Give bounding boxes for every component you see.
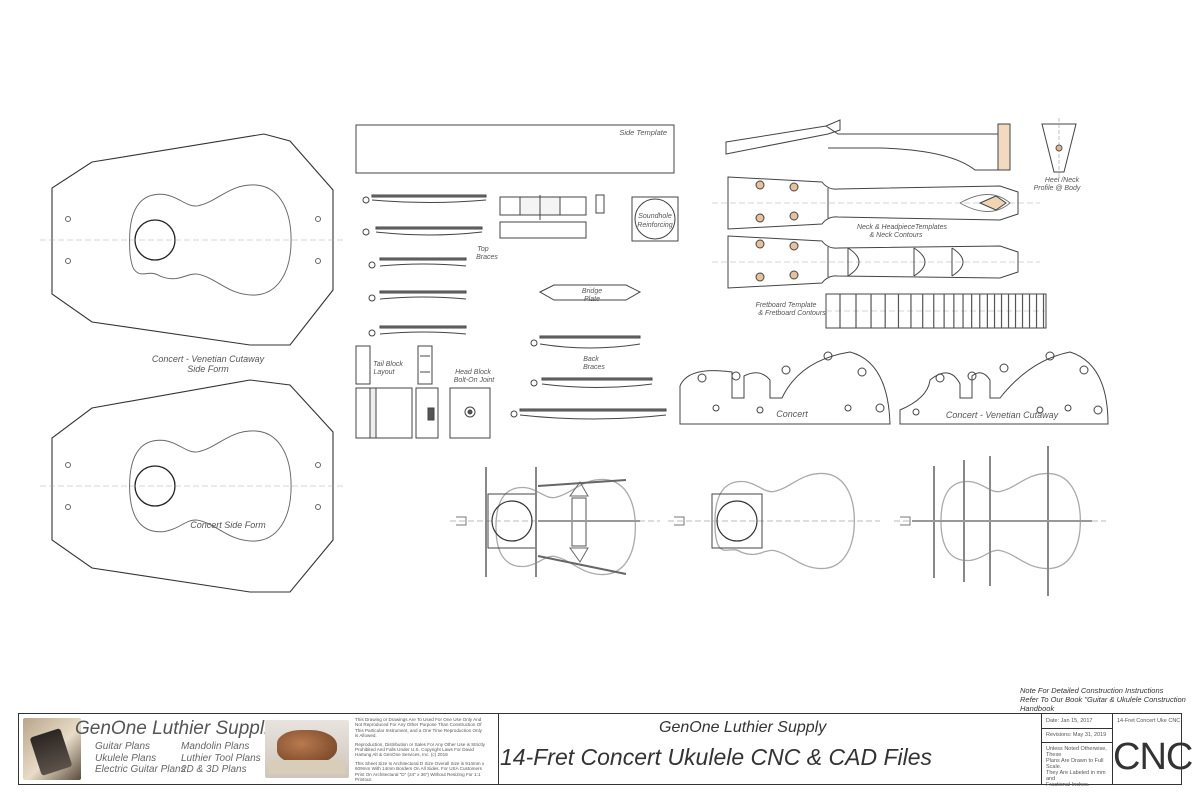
cnc-code: CNC: [1113, 736, 1193, 778]
blocks: Tail Block Layout Head Block Bolt-On Joi…: [355, 345, 496, 439]
construction-note: Note For Detailed Construction Instructi…: [1020, 686, 1190, 713]
scale-notes: Unless Noted Otherwise, These Plans Are …: [1046, 746, 1112, 788]
tail-block-label-1: Tail Block: [373, 361, 403, 368]
product-item: 2D & 3D Plans: [181, 764, 247, 775]
head-block-label-1: Head Block: [455, 369, 491, 376]
body-outline-cutaway: [668, 472, 880, 570]
title-block-meta: Date: Jan 15, 2017 Revisions: May 31, 20…: [1041, 714, 1113, 788]
heel-neck-label-2: Profile @ Body: [1034, 185, 1081, 192]
product-item: Luthier Tool Plans: [181, 752, 261, 764]
neck-templates-label-1: Neck & HeadpieceTemplates: [857, 224, 948, 231]
heel-neck-label-1: Heel /Neck: [1045, 177, 1080, 184]
product-item: Ukulele Plans: [95, 752, 157, 764]
side-form-cutaway-label-1: Concert - Venetian Cutaway: [152, 354, 265, 364]
brace-template-cutaway: Concert - Venetian Cutaway: [899, 351, 1109, 425]
heel-neck-profile: Heel /Neck Profile @ Body: [1034, 118, 1081, 192]
back-braces-label-1: Back: [583, 356, 599, 363]
body-outline-top-bracing: [450, 467, 660, 577]
bridge: [499, 194, 605, 239]
revisions-text: Revisions: May 31, 2019: [1046, 732, 1107, 738]
side-form-cutaway: Concert - Venetian Cutaway Side Form: [40, 133, 345, 374]
top-braces-label-2: Braces: [476, 254, 498, 261]
note-line-2: Refer To Our Book "Guitar & Ukulele Cons…: [1020, 695, 1186, 704]
title-block-branding: GenOne Luthier Supplies Guitar Plans Uku…: [19, 714, 499, 784]
legal-paragraph: Reproduction, Distribution or Sales For …: [355, 741, 485, 758]
side-template: Side Template: [355, 124, 675, 174]
bridge-plate: Bridge Plate: [538, 284, 642, 303]
side-form-cutaway-label-2: Side Form: [187, 364, 229, 374]
top-braces: Top Braces: [362, 194, 498, 337]
top-braces-label-1: Top: [477, 246, 489, 253]
back-braces-label-2: Braces: [583, 364, 605, 371]
sheet-title: 14-Fret Concert Ukulele CNC & CAD Files: [500, 744, 933, 770]
concert-label: Concert: [776, 409, 808, 419]
legal-paragraph: This Drawing or Drawings Are To Used For…: [355, 717, 482, 739]
title-block: GenOne Luthier Supplies Guitar Plans Uku…: [18, 713, 1193, 788]
date-text: Date: Jan 15, 2017: [1046, 718, 1093, 724]
concert-cutaway-label: Concert - Venetian Cutaway: [946, 410, 1059, 420]
company-name: GenOne Luthier Supply: [659, 719, 827, 736]
bridge-plate-label-1: Bridge: [582, 288, 602, 295]
bridge-plate-label-2: Plate: [584, 296, 600, 303]
note-line-3: Handbook: [1020, 704, 1055, 713]
scale-note-line: Fractional Inches.: [1046, 782, 1090, 788]
side-template-label: Side Template: [619, 128, 667, 137]
product-item: Electric Guitar Plans: [95, 764, 186, 775]
products-list-1: Guitar Plans Ukulele Plans Electric Guit…: [95, 741, 186, 776]
fretboard-label-1: Fretboard Template: [756, 302, 817, 309]
legal-paragraph: This Sheet Size Is Architectural D Size …: [355, 760, 485, 783]
fretboard-label-2: & Fretboard Contours: [758, 310, 826, 317]
tail-block-label-2: Layout: [373, 369, 395, 376]
logo-photo: [23, 718, 81, 780]
legal-notice: This Drawing or Drawings Are To Used For…: [355, 717, 485, 785]
back-braces: Back Braces: [510, 335, 667, 420]
concert-side-form: Concert Side Form: [40, 379, 345, 593]
products-list-2: Mandolin Plans Luthier Tool Plans 2D & 3…: [181, 741, 261, 776]
body-outline-back-bracing: [894, 446, 1106, 596]
soundhole-label-1: Soundhole: [638, 213, 672, 220]
soundhole-label-2: Reinforcing: [637, 222, 673, 229]
product-photo: [265, 720, 349, 778]
brace-template-concert: Concert: [679, 351, 891, 425]
neck-profile: [725, 119, 1011, 171]
brand-name: GenOne Luthier Supplies: [75, 718, 289, 739]
concert-side-form-label: Concert Side Form: [190, 520, 266, 530]
neck-templates-label-2: & Neck Contours: [870, 232, 923, 239]
neck-templates: Neck & HeadpieceTemplates & Neck Contour…: [712, 176, 1040, 289]
product-item: Mandolin Plans: [181, 741, 250, 752]
soundhole-reinforcing: Soundhole Reinforcing: [631, 196, 679, 242]
fretboard-template: Fretboard Template & Fretboard Contours: [756, 293, 1047, 329]
file-name: 14-Fret Concert Uke CNC: [1117, 718, 1181, 724]
scale-note-line: They Are Labeled in mm and: [1046, 770, 1106, 782]
head-block-label-2: Bolt-On Joint: [454, 377, 496, 384]
product-item: Guitar Plans: [95, 741, 151, 752]
scale-note-line: Plans Are Drawn to Full Scale.: [1046, 758, 1104, 770]
scale-note-line: Unless Noted Otherwise, These: [1046, 746, 1107, 758]
note-line-1: Note For Detailed Construction Instructi…: [1020, 686, 1164, 695]
